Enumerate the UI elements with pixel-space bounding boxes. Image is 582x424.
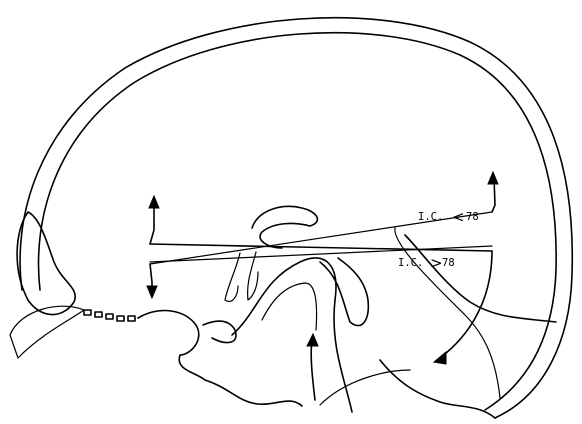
horizontal-reference-line <box>150 244 492 251</box>
label-upper-value: 78 <box>466 211 479 223</box>
cribriform-plate <box>84 310 135 321</box>
label-upper-prefix: I.C. <box>418 211 443 223</box>
central-curved-arrow <box>311 340 315 400</box>
right-upper-arrowhead <box>488 172 498 184</box>
anterior-clinoid-region <box>203 321 236 342</box>
left-upper-arrowhead <box>149 196 159 208</box>
cerebellum-tentorium <box>380 360 495 418</box>
label-lower-symbol: > <box>430 254 443 272</box>
sella-turcica <box>252 206 317 248</box>
right-lower-arrowhead <box>434 352 446 364</box>
clinoid-process-left <box>225 253 240 301</box>
skull-outer-outline <box>20 18 572 418</box>
skull-base-contour <box>138 311 302 406</box>
label-lower-prefix: I.C. <box>398 257 423 269</box>
posterior-fossa <box>320 258 368 326</box>
brainstem-inner <box>262 283 317 330</box>
lower-right-curve <box>320 370 410 405</box>
left-lower-arrowhead <box>147 286 157 298</box>
clinoid-process-mid <box>248 252 258 300</box>
frontal-sinus <box>17 212 75 315</box>
label-ic-less-than-78: I.C. < 78 <box>418 208 479 226</box>
brainstem-curve <box>232 258 352 412</box>
label-lower-value: 78 <box>442 257 455 269</box>
central-arrowhead <box>307 334 318 346</box>
label-upper-symbol: < <box>452 208 465 226</box>
inner-occipital-curve <box>395 228 500 398</box>
label-ic-greater-than-78: I.C. > 78 <box>398 254 455 272</box>
